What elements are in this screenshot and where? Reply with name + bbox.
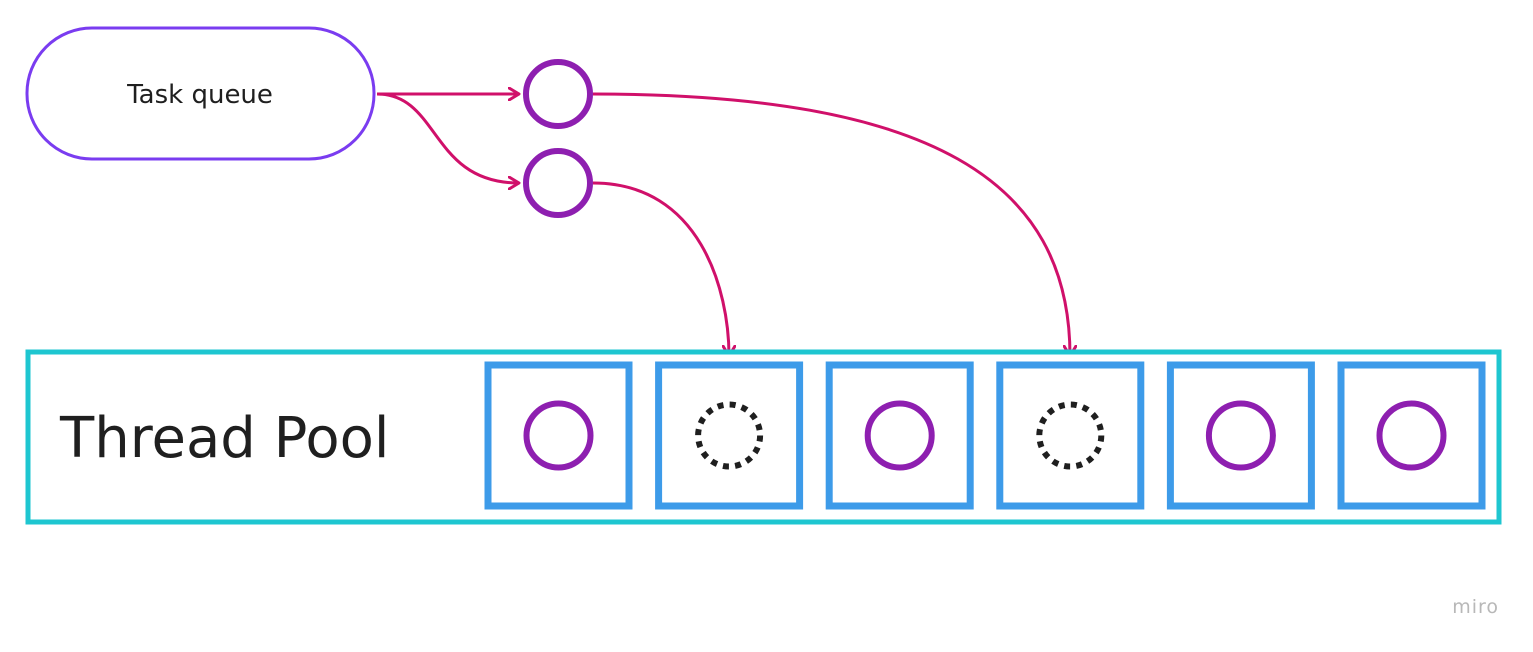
- queued-task-circle-2: [523, 148, 593, 218]
- thread-slot-box: [825, 361, 974, 510]
- thread-slot: [1337, 361, 1486, 510]
- thread-slot-box: [1337, 361, 1486, 510]
- thread-slot-box: [655, 361, 804, 510]
- thread-slot: [484, 361, 633, 510]
- thread-slot-box: [484, 361, 633, 510]
- thread-idle-circle: [864, 400, 935, 471]
- thread-slot: [655, 361, 804, 510]
- queue-arrows: [376, 92, 519, 183]
- thread-idle-circle: [523, 400, 594, 471]
- thread-idle-circle: [1205, 400, 1276, 471]
- thread-pool-label: Thread Pool: [59, 406, 389, 471]
- thread-slot: [825, 361, 974, 510]
- arrow-queue-to-task-2: [376, 92, 519, 183]
- miro-watermark: miro: [1452, 596, 1499, 618]
- task-queue-label: Task queue: [126, 80, 273, 110]
- queued-tasks: [523, 59, 593, 218]
- thread-slot-box: [996, 361, 1145, 510]
- task-queue-shape: [25, 26, 376, 161]
- thread-slot-box: [1166, 361, 1315, 510]
- thread-busy-indicator: [695, 401, 764, 470]
- thread-slots: [484, 361, 1486, 510]
- dispatch-arrows: [592, 92, 1070, 356]
- queued-task-circle-1: [523, 59, 593, 129]
- thread-slot: [996, 361, 1145, 510]
- thread-pool: Thread Pool: [25, 349, 1502, 525]
- thread-idle-circle: [1376, 400, 1447, 471]
- thread-busy-indicator: [1036, 401, 1105, 470]
- arrow-task-2-to-slot: [592, 181, 729, 356]
- task-queue-node: Task queue: [25, 26, 376, 161]
- thread-slot: [1166, 361, 1315, 510]
- arrow-task-1-to-slot: [592, 92, 1070, 356]
